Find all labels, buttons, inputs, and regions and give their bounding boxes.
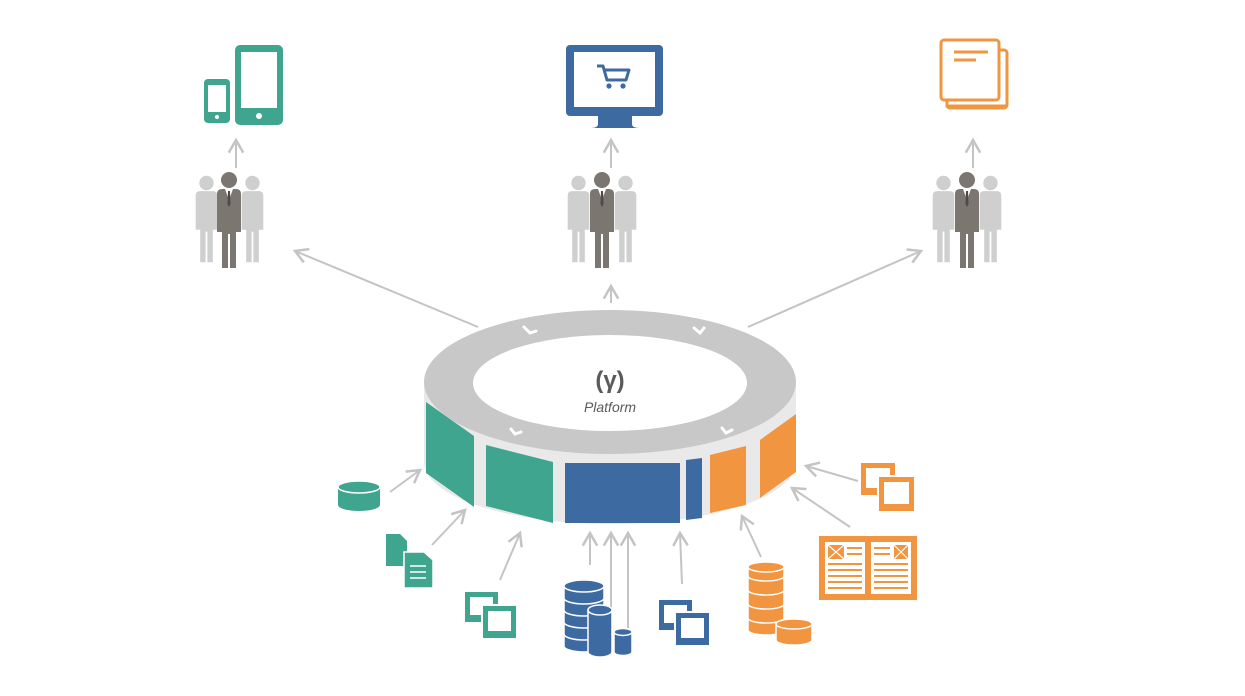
database-stack-icon (747, 561, 813, 646)
input-to-platform-arrows (389, 461, 859, 628)
documents-icon (386, 534, 434, 589)
book-icon (939, 38, 1009, 110)
audience-to-device-arrows (227, 137, 982, 168)
segment-green-2 (486, 445, 553, 523)
segment-orange-1 (710, 446, 746, 513)
image-stack-icon (659, 600, 711, 647)
ring-inner (473, 335, 747, 431)
center-audience (567, 172, 637, 268)
segment-blue-2 (686, 458, 702, 520)
database-stack-icon (563, 579, 633, 658)
platform-to-audience-arrows (292, 247, 924, 328)
monitor-shopping-cart-icon (566, 45, 663, 128)
image-stack-icon (861, 463, 916, 513)
image-stack-icon (465, 592, 518, 640)
platform-label: Platform (584, 399, 636, 415)
segment-orange-2 (760, 414, 796, 498)
phone-tablet-icon (204, 45, 283, 125)
left-audience (195, 172, 264, 268)
page-layout-icon (819, 536, 917, 600)
database-disk-icon (337, 480, 381, 511)
platform-ring: (γ) Platform (424, 310, 796, 524)
segment-blue-1 (565, 463, 680, 523)
segment-green-1 (426, 402, 474, 507)
right-audience (932, 172, 1002, 268)
platform-logo: (γ) (595, 367, 624, 394)
ring-direction-marks (509, 325, 734, 436)
